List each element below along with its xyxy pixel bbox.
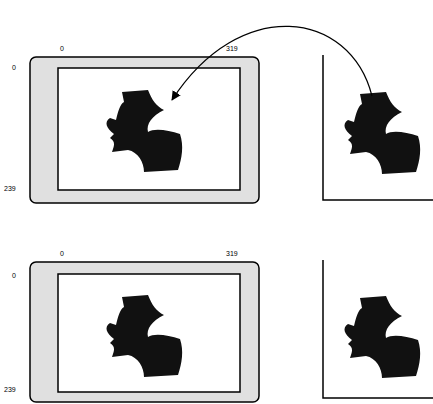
axis-coordinate: 0	[12, 272, 16, 280]
axis-coordinate: 0	[12, 64, 16, 72]
axis-coordinate: 239	[4, 386, 16, 394]
screen-area	[58, 274, 240, 392]
image-shape	[107, 90, 183, 172]
screen-bezel	[30, 262, 259, 402]
source-frame	[323, 260, 433, 398]
image-shape	[107, 295, 183, 377]
axis-coordinate: 319	[226, 250, 238, 258]
screen-area	[58, 68, 240, 190]
axis-coordinate: 319	[226, 45, 238, 53]
image-shape	[345, 92, 421, 174]
axis-coordinate: 239	[4, 185, 16, 193]
axis-coordinate: 0	[60, 45, 64, 53]
image-shape	[345, 296, 421, 378]
copy-arrow	[172, 26, 372, 100]
source-frame	[323, 55, 433, 200]
screen-bezel	[30, 57, 259, 203]
axis-coordinate: 0	[60, 250, 64, 258]
